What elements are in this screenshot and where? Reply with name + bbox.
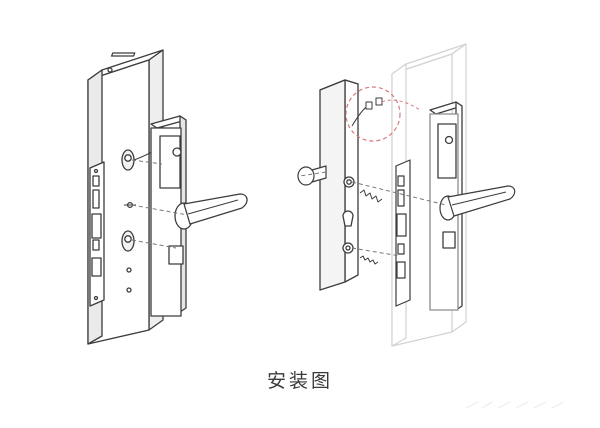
alignment-lines-left bbox=[131, 159, 189, 249]
lock-body-front bbox=[150, 115, 187, 317]
fingerprint-sensor-icon bbox=[172, 147, 182, 157]
thumb-turn-knob bbox=[297, 165, 327, 186]
mortise-faceplate bbox=[89, 161, 105, 307]
alignment-lines-right bbox=[299, 171, 447, 257]
lever-handle bbox=[174, 193, 248, 230]
diagram-caption: 安装图 bbox=[266, 370, 333, 392]
mortise-body-right bbox=[395, 159, 411, 307]
left-assembly bbox=[87, 49, 248, 345]
lever-handle-right bbox=[439, 185, 516, 221]
wire-connector-callout bbox=[345, 86, 421, 142]
rear-lock-plate bbox=[319, 79, 359, 291]
faint-watermark-icon bbox=[465, 401, 565, 409]
mounting-screws bbox=[359, 189, 383, 265]
door-face-holes bbox=[121, 145, 161, 293]
right-assembly bbox=[297, 43, 516, 347]
fingerprint-sensor-icon-rear bbox=[444, 135, 454, 145]
